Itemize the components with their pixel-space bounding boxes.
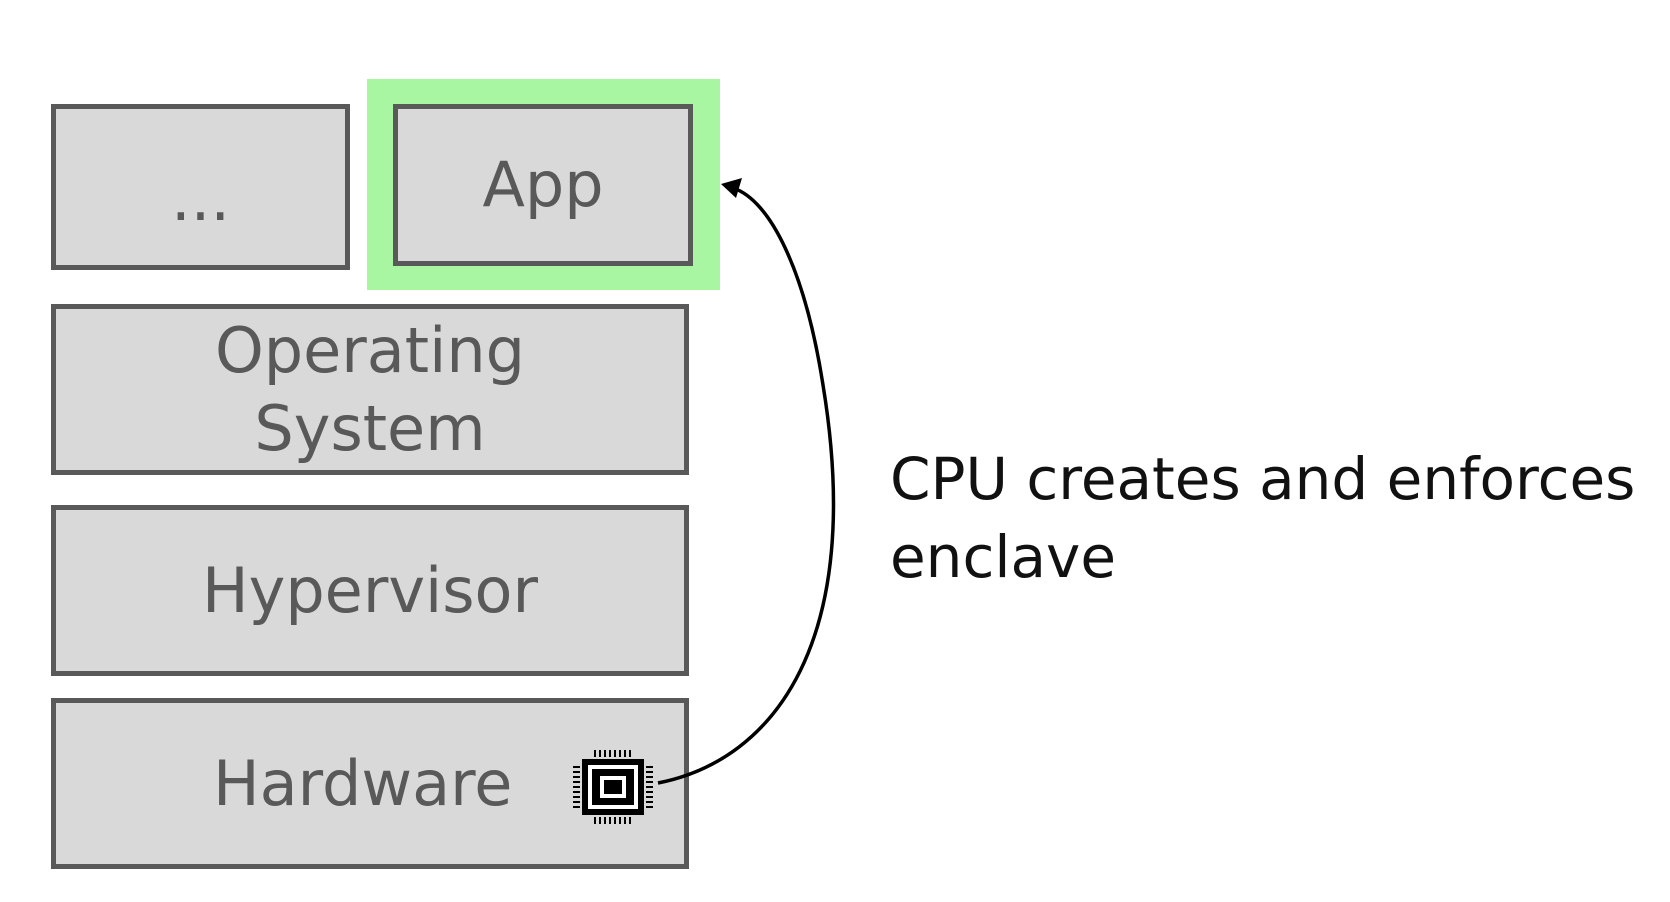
enclave-annotation: CPU creates and enforces enclave (890, 445, 1636, 591)
app-box: App (393, 104, 693, 266)
hypervisor-box: Hypervisor (51, 505, 689, 676)
hardware-label: Hardware (213, 746, 513, 820)
operating-system-label: Operating System (215, 314, 525, 465)
operating-system-box: Operating System (51, 304, 689, 475)
curved-arrow (657, 178, 836, 785)
ellipsis-box: ... (51, 104, 350, 270)
cpu-chip-icon (573, 750, 653, 824)
app-label: App (482, 148, 604, 222)
ellipsis-label: ... (170, 162, 231, 236)
hypervisor-label: Hypervisor (202, 553, 538, 627)
